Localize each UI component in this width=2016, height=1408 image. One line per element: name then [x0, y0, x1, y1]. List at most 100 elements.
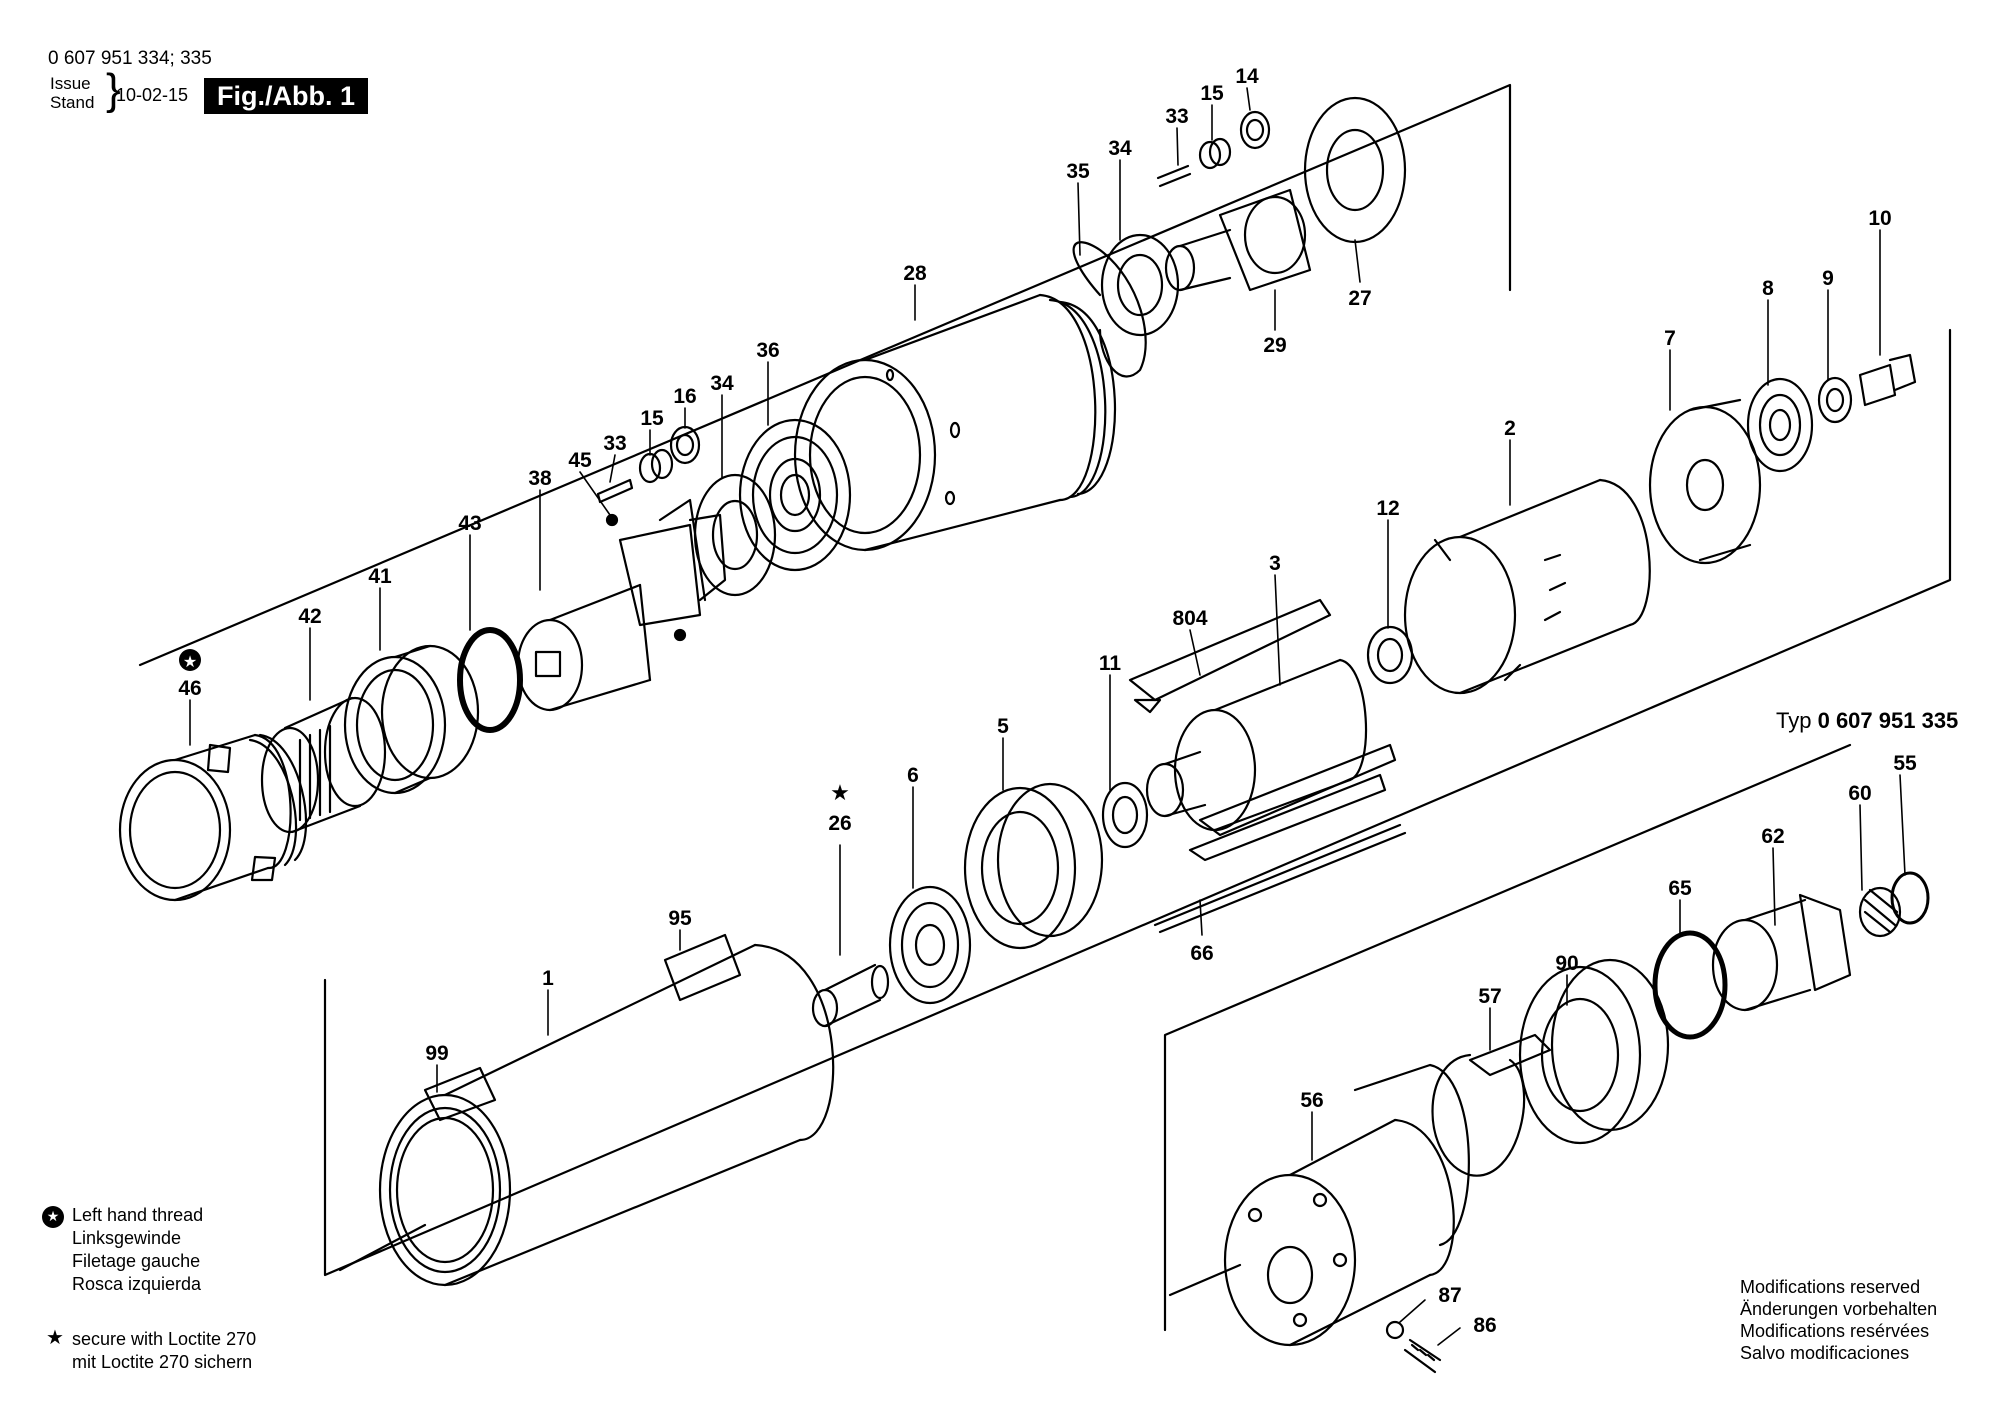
star-icon: ★	[830, 781, 850, 806]
part-28-cylinder	[793, 293, 1117, 552]
part-coupling	[618, 498, 727, 627]
leader-35	[1077, 182, 1081, 256]
part-1-housing	[338, 943, 835, 1287]
part-label-65: 65	[1668, 877, 1692, 900]
part-label-55: 55	[1893, 752, 1917, 775]
part-label-33: 33	[1165, 105, 1188, 128]
leader-33-upper	[1176, 127, 1179, 166]
part-label-15: 15	[1200, 82, 1224, 105]
typ-label: Typ	[1776, 708, 1812, 733]
legend-lht-en: Left hand thread	[72, 1205, 204, 1225]
middle-panel-frame	[323, 328, 1952, 1277]
part-56-cover	[1168, 1063, 1470, 1347]
legend-left-hand-thread: ★ Left hand thread Linksgewinde Filetage…	[42, 1204, 204, 1296]
part-57-seal	[1431, 1033, 1552, 1177]
part-label-14: 14	[1235, 65, 1259, 88]
stand-label: Stand	[50, 93, 95, 112]
part-label-86: 86	[1473, 1314, 1496, 1337]
part-33-pin	[596, 478, 634, 504]
part-label-3: 3	[1269, 552, 1281, 575]
part-label-60: 60	[1848, 782, 1871, 805]
part-90-disc	[1518, 958, 1670, 1145]
part-label-16: 16	[673, 385, 696, 408]
leader-66	[1199, 899, 1203, 936]
leader-33	[609, 454, 616, 483]
typ-number: 0 607 951 335	[1817, 708, 1959, 733]
part-14-upper-gear	[1239, 110, 1271, 150]
part-35-ring	[1072, 241, 1147, 378]
part-3-rotor	[1145, 658, 1368, 832]
part-label-26: 26	[828, 812, 851, 835]
part-43-o-ring	[457, 627, 523, 733]
part-label-33: 33	[603, 432, 626, 455]
issue-label: Issue	[50, 74, 91, 93]
mods-es: Salvo modificaciones	[1740, 1343, 1910, 1363]
part-label-66: 66	[1190, 942, 1213, 965]
part-34-washer	[693, 473, 777, 597]
part-26-pinion	[811, 963, 890, 1028]
part-label-11: 11	[1099, 652, 1122, 675]
variant-type-label: Typ 0 607 951 335	[1776, 710, 1958, 732]
brace-glyph: }	[106, 65, 121, 114]
mods-en: Modifications reserved	[1740, 1277, 1921, 1297]
star-in-circle-icon: ★	[179, 649, 201, 671]
part-label-35: 35	[1066, 160, 1090, 183]
leader-55	[1899, 774, 1906, 876]
part-label-28: 28	[903, 262, 927, 285]
part-6-ball-bearing	[888, 885, 972, 1005]
leader-45	[579, 471, 611, 516]
part-7-end-plate	[1648, 398, 1762, 565]
part-9-washer	[1101, 781, 1149, 849]
star-in-circle-icon: ★	[42, 1206, 64, 1228]
part-label-9: 9	[1822, 267, 1834, 290]
part-12-screw	[1858, 353, 1917, 407]
part-45-ball-2	[673, 628, 687, 642]
part-label-7: 7	[1664, 327, 1676, 350]
legend-loctite-de: mit Loctite 270 sichern	[72, 1352, 253, 1372]
legend-loctite: ★ secure with Loctite 270 mit Loctite 27…	[46, 1326, 257, 1374]
part-34-upper-washer	[1100, 233, 1180, 337]
part-label-34: 34	[710, 372, 734, 395]
part-label-38: 38	[528, 467, 552, 490]
part-38-shaft	[516, 583, 652, 712]
leader-3	[1274, 574, 1281, 686]
mods-fr: Modifications resérvées	[1740, 1321, 1930, 1341]
lower-panel-frame	[1163, 743, 1852, 1332]
part-5-bearing-ring	[963, 782, 1104, 950]
legend-lht-de: Linksgewinde	[72, 1228, 182, 1248]
part-label-34: 34	[1108, 137, 1132, 160]
part-33-upper-pin	[1156, 164, 1192, 188]
part-15-sleeve	[638, 448, 674, 484]
part-65-o-ring	[1652, 930, 1728, 1040]
part-8-bearing	[1746, 377, 1814, 473]
legend-loctite-en: secure with Loctite 270	[72, 1329, 257, 1349]
part-label-12: 12	[1376, 497, 1399, 520]
part-label-6: 6	[907, 764, 919, 787]
part-label-57: 57	[1478, 985, 1501, 1008]
part-number-header: 0 607 951 334; 335	[48, 48, 212, 69]
part-label-804: 804	[1172, 607, 1207, 630]
part-label-90: 90	[1555, 952, 1578, 975]
part-15-upper-sleeve	[1198, 137, 1232, 170]
part-label-99: 99	[425, 1042, 448, 1065]
part-29-planet-carrier	[1164, 188, 1312, 292]
part-41-ball-bearing	[343, 644, 480, 795]
legend-lht-fr: Filetage gauche	[72, 1251, 201, 1271]
part-45-ball	[605, 513, 619, 527]
part-label-46: 46	[178, 677, 201, 700]
part-label-56: 56	[1300, 1089, 1323, 1112]
part-16-gear	[669, 425, 701, 465]
part-804-vanes	[1128, 598, 1397, 862]
leader-804	[1189, 629, 1201, 676]
part-55-o-ring	[1890, 871, 1930, 925]
part-label-45: 45	[568, 449, 592, 472]
legend-lht-es: Rosca izquierda	[72, 1274, 202, 1294]
part-label-43: 43	[458, 512, 481, 535]
leader-27	[1354, 239, 1361, 283]
part-label-87: 87	[1438, 1284, 1461, 1307]
part-label-1: 1	[542, 967, 554, 990]
part-label-10: 10	[1868, 207, 1891, 230]
part-label-42: 42	[298, 605, 321, 628]
part-label-95: 95	[668, 907, 692, 930]
